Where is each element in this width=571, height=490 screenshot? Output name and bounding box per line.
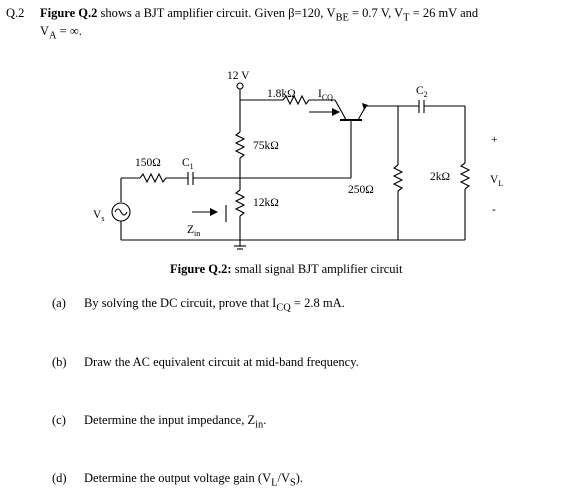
zin-arrowhead [210, 208, 218, 216]
vl-label: VL [490, 174, 503, 188]
rc-resistor [282, 94, 310, 106]
vt-subscript: T [403, 12, 410, 24]
caption-bold: Figure Q.2: [170, 262, 232, 276]
va-symbol: V [40, 24, 50, 38]
part-b-text: Draw the AC equivalent circuit at mid-ba… [84, 355, 359, 369]
early-voltage: VA = ∞. [40, 24, 82, 42]
rs-resistor [139, 172, 167, 184]
figure-ref: Figure Q.2 [40, 6, 98, 20]
intro-text: shows a BJT amplifier circuit. Given β=1… [97, 6, 336, 20]
supply-terminal [236, 82, 244, 90]
re-label: 250Ω [348, 184, 374, 196]
figure-caption: Figure Q.2: small signal BJT amplifier c… [170, 262, 403, 277]
part-c-label: (c) [52, 413, 66, 427]
vbe-value: = 0.7 V, V [348, 6, 404, 20]
icq-arrowhead [332, 108, 340, 116]
r1-resistor [234, 131, 246, 159]
part-d-text: Determine the output voltage gain (VL/VS… [84, 471, 304, 489]
vbe-subscript: BE [335, 12, 349, 24]
part-d-label: (d) [52, 471, 67, 485]
rl-resistor [459, 162, 471, 190]
supply-label: 12 V [227, 70, 250, 82]
emitter-arrowhead [362, 103, 368, 110]
part-b-label: (b) [52, 355, 67, 369]
c1-label: C1 [182, 157, 194, 171]
vt-value: = 26 mV and [409, 6, 479, 20]
vl-minus-label: - [492, 204, 496, 216]
collector-lead [343, 115, 347, 121]
icq-label: ICQ [318, 88, 333, 102]
question-intro: Figure Q.2 shows a BJT amplifier circuit… [40, 6, 478, 24]
c2-label: C2 [416, 85, 428, 99]
rc-label: 1.8kΩ [267, 88, 296, 100]
caption-text: small signal BJT amplifier circuit [231, 262, 403, 276]
rl-label: 2kΩ [430, 171, 450, 183]
va-subscript: A [49, 30, 57, 42]
rs-label: 150Ω [135, 157, 161, 169]
r2-label: 12kΩ [253, 197, 279, 209]
vs-label: Vs [93, 209, 104, 223]
re-resistor [392, 164, 404, 192]
sine-icon [114, 208, 128, 216]
part-c-text: Determine the input impedance, Zin. [84, 413, 267, 431]
vl-plus-label: + [491, 134, 498, 146]
zin-label: Zin [187, 224, 200, 238]
collector-lead [334, 99, 345, 117]
part-a-text: By solving the DC circuit, prove that IC… [84, 296, 345, 314]
question-number: Q.2 [6, 6, 25, 20]
r1-label: 75kΩ [253, 140, 279, 152]
r2-resistor [234, 189, 246, 217]
va-value: = ∞. [56, 24, 82, 38]
part-a-label: (a) [52, 296, 66, 310]
